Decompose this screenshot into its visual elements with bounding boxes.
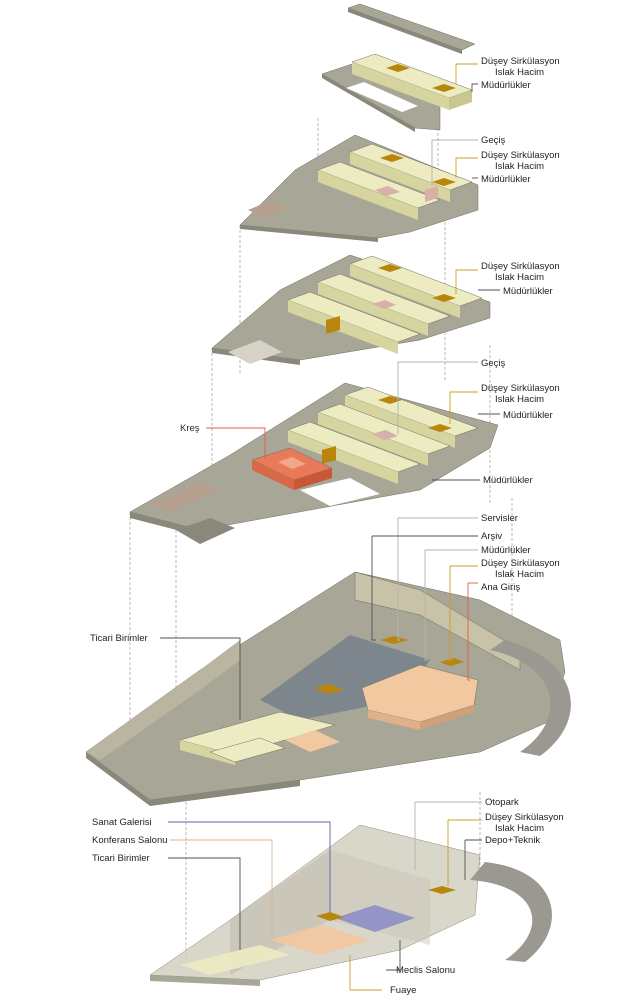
floor-2 bbox=[129, 382, 499, 544]
label-b-depo: Depo+Teknik bbox=[485, 835, 540, 846]
floor-basement bbox=[149, 824, 552, 986]
leader-lines bbox=[160, 63, 500, 991]
label-f5-wet: Islak Hacim bbox=[495, 67, 544, 78]
label-b-konferans: Konferans Salonu bbox=[92, 835, 168, 846]
label-f4-wet: Islak Hacim bbox=[495, 161, 544, 172]
label-f2-gecis: Geçiş bbox=[481, 358, 506, 369]
label-f3-mud: Müdürlükler bbox=[503, 286, 553, 297]
label-b-fuaye: Fuaye bbox=[390, 985, 416, 996]
label-f5-core: Düşey Sirkülasyon bbox=[481, 56, 560, 67]
label-b-core: Düşey Sirkülasyon bbox=[485, 812, 564, 823]
labels: Düşey Sirkülasyon Islak Hacim Müdürlükle… bbox=[90, 56, 564, 996]
label-f2-mud: Müdürlükler bbox=[503, 410, 553, 421]
label-g-mud: Müdürlükler bbox=[481, 545, 531, 556]
label-f2-wet: Islak Hacim bbox=[495, 394, 544, 405]
label-b-otopark: Otopark bbox=[485, 797, 519, 808]
label-g-core: Düşey Sirkülasyon bbox=[481, 558, 560, 569]
label-f2-mud2: Müdürlükler bbox=[483, 475, 533, 486]
alignment-lines bbox=[129, 118, 513, 960]
label-f3-core: Düşey Sirkülasyon bbox=[481, 261, 560, 272]
label-g-ticari: Ticari Birimler bbox=[90, 633, 148, 644]
floor-4 bbox=[239, 134, 479, 242]
label-f5-mud: Müdürlükler bbox=[481, 80, 531, 91]
floor-5 bbox=[321, 53, 473, 132]
label-f2-core: Düşey Sirkülasyon bbox=[481, 383, 560, 394]
label-f3-wet: Islak Hacim bbox=[495, 272, 544, 283]
label-f4-mud: Müdürlükler bbox=[481, 174, 531, 185]
label-g-wet: Islak Hacim bbox=[495, 569, 544, 580]
floor-ground bbox=[85, 571, 571, 806]
label-g-ana: Ana Giriş bbox=[481, 582, 520, 593]
label-g-arsiv: Arşiv bbox=[481, 531, 502, 542]
floor-3 bbox=[211, 254, 491, 365]
label-f4-gecis: Geçiş bbox=[481, 135, 506, 146]
label-b-ticari: Ticari Birimler bbox=[92, 853, 150, 864]
label-b-wet: Islak Hacim bbox=[495, 823, 544, 834]
label-f4-core: Düşey Sirkülasyon bbox=[481, 150, 560, 161]
floor-roof bbox=[347, 3, 476, 54]
label-g-servisler: Servisler bbox=[481, 513, 518, 524]
label-f2-kres: Kreş bbox=[180, 423, 200, 434]
label-b-meclis: Meclis Salonu bbox=[396, 965, 455, 976]
label-b-sanat: Sanat Galerisi bbox=[92, 817, 152, 828]
